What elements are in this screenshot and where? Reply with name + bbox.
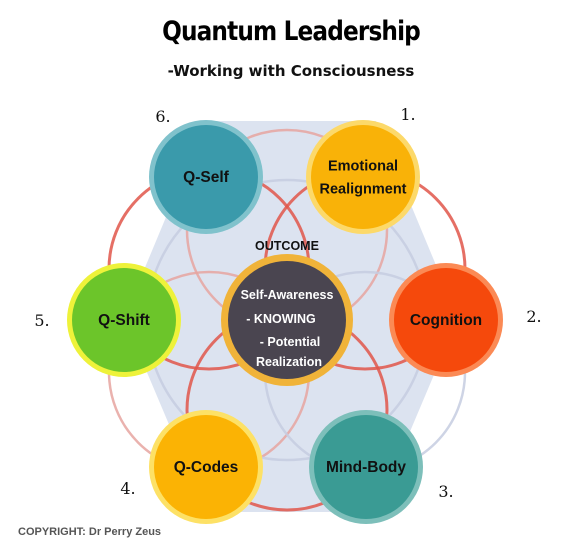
node-label: Emotional [328, 159, 398, 175]
center-text-line: Realization [256, 355, 322, 369]
node-number: 4. [120, 479, 135, 498]
node-circle [311, 125, 415, 229]
center-core [228, 261, 346, 379]
node-number: 6. [155, 107, 170, 126]
node-label: Q-Shift [98, 312, 150, 329]
node-q-self: Q-Self 6. [149, 107, 263, 234]
node-label: Cognition [410, 312, 482, 329]
node-circle [314, 415, 418, 519]
node-label: Mind-Body [326, 459, 406, 476]
node-q-shift: Q-Shift 5. [34, 263, 181, 377]
node-label: Q-Self [183, 169, 229, 186]
outcome-label: OUTCOME [255, 239, 319, 253]
center-outcome-circle: Self-Awareness - KNOWING - PotentialRealiz… [221, 254, 353, 386]
node-circle [72, 268, 176, 372]
page-title: Quantum Leadership [162, 16, 421, 47]
copyright-notice: COPYRIGHT: Dr Perry Zeus [18, 526, 162, 538]
node-cognition: Cognition 2. [389, 263, 542, 377]
center-text-line: - KNOWING [246, 312, 315, 326]
node-label: Q-Codes [174, 459, 239, 476]
node-circle [154, 415, 258, 519]
node-number: 5. [34, 311, 49, 330]
page-subtitle: -Working with Consciousness [167, 62, 415, 80]
center-text-line: Self-Awareness [241, 288, 334, 302]
node-circle [394, 268, 498, 372]
node-q-codes: Q-Codes 4. [120, 410, 263, 524]
node-label: Realignment [319, 182, 406, 198]
node-number: 2. [526, 307, 541, 326]
node-circle [154, 125, 258, 229]
node-number: 1. [400, 105, 415, 124]
node-mind-body: Mind-Body 3. [309, 410, 454, 524]
center-text-line: - Potential [260, 335, 320, 349]
node-number: 3. [438, 482, 453, 501]
